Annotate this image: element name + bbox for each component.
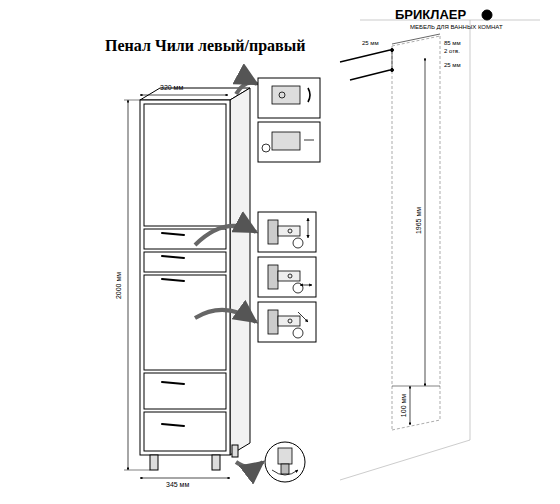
dimension: 2 отв. xyxy=(444,48,460,54)
dimension: 100 мм xyxy=(401,392,408,417)
dimension: 320 мм xyxy=(160,84,183,91)
title: Пенал Чили левый/правый xyxy=(105,38,305,54)
dimension: 85 мм xyxy=(444,40,461,46)
brand-slogan: МЕБЕЛЬ ДЛЯ ВАННЫХ КОМНАТ xyxy=(410,24,503,30)
brand-logo: БРИКЛАЕР xyxy=(395,8,466,21)
dimension: 25 мм xyxy=(444,62,461,68)
dimension: 345 мм xyxy=(166,481,189,488)
dimension: 2000 мм xyxy=(116,270,123,299)
dimension: 25 мм xyxy=(362,40,379,46)
dimension: 1965 мм xyxy=(416,205,423,234)
